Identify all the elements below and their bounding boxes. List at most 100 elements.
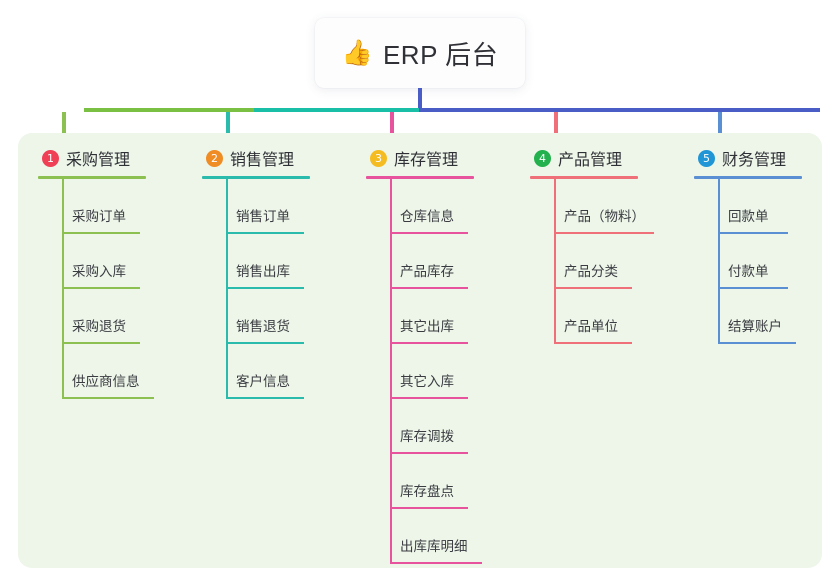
branch-item[interactable]: 产品（物料） <box>530 179 654 234</box>
bus-segment-2 <box>254 108 419 112</box>
branch-item-label: 采购入库 <box>72 264 126 279</box>
branch-column-5: 5 财务管理回款单付款单结算账户 <box>694 146 802 344</box>
branch-item-label: 仓库信息 <box>400 209 454 224</box>
branch-item[interactable]: 销售出库 <box>202 234 310 289</box>
branch-item-label: 出库库明细 <box>400 539 468 554</box>
branch-item-rule <box>390 562 482 564</box>
branch-item[interactable]: 采购退货 <box>38 289 146 344</box>
branch-item-rule <box>226 287 304 289</box>
branch-spine <box>226 179 228 399</box>
root-node-card[interactable]: 👍 ERP 后台 <box>315 18 525 88</box>
branch-item-label: 其它出库 <box>400 319 454 334</box>
thumbs-up-icon: 👍 <box>341 38 373 67</box>
branch-item-rule <box>554 342 632 344</box>
branch-item[interactable]: 销售订单 <box>202 179 310 234</box>
branch-item-rule <box>390 232 468 234</box>
branch-header-3[interactable]: 3 库存管理 <box>366 146 474 170</box>
branch-number-badge: 4 <box>534 149 551 167</box>
branch-item-list: 仓库信息产品库存其它出库其它入库库存调拨库存盘点出库库明细 <box>366 179 482 564</box>
branch-item-label: 客户信息 <box>236 374 290 389</box>
branch-item[interactable]: 产品分类 <box>530 234 638 289</box>
branch-title: 销售管理 <box>230 152 295 169</box>
branch-column-1: 1 采购管理采购订单采购入库采购退货供应商信息 <box>38 146 154 399</box>
branch-item-list: 采购订单采购入库采购退货供应商信息 <box>38 179 154 399</box>
branch-column-4: 4 产品管理产品（物料） 产品分类产品单位 <box>530 146 654 344</box>
branch-header-4[interactable]: 4 产品管理 <box>530 146 638 170</box>
branch-item-label: 回款单 <box>728 209 769 224</box>
branch-item-rule <box>390 452 468 454</box>
branch-header-rule <box>366 176 474 179</box>
branch-item[interactable]: 结算账户 <box>694 289 802 344</box>
branch-item-label: 销售退货 <box>236 319 290 334</box>
branch-header-rule <box>202 176 310 179</box>
branch-header-rule <box>530 176 638 179</box>
branch-item-label: 产品库存 <box>400 264 454 279</box>
branch-item-label: 销售出库 <box>236 264 290 279</box>
branch-item[interactable]: 其它出库 <box>366 289 474 344</box>
branch-item-rule <box>62 397 154 399</box>
drop-connector-1 <box>62 112 66 138</box>
branch-item[interactable]: 产品库存 <box>366 234 474 289</box>
branch-item[interactable]: 产品单位 <box>530 289 638 344</box>
branch-item-rule <box>390 397 468 399</box>
branch-item-list: 产品（物料） 产品分类产品单位 <box>530 179 654 344</box>
branch-header-2[interactable]: 2 销售管理 <box>202 146 310 170</box>
branch-item[interactable]: 客户信息 <box>202 344 310 399</box>
branch-item[interactable]: 回款单 <box>694 179 802 234</box>
branch-item[interactable]: 出库库明细 <box>366 509 482 564</box>
branch-item-rule <box>554 287 632 289</box>
branch-item-rule <box>390 342 468 344</box>
drop-connector-2 <box>226 112 230 138</box>
branch-item-label: 产品（物料） <box>564 209 645 224</box>
branch-title: 库存管理 <box>394 152 459 169</box>
branch-item-label: 产品分类 <box>564 264 618 279</box>
branch-item-rule <box>554 232 654 234</box>
branch-header-rule <box>694 176 802 179</box>
branch-title: 财务管理 <box>722 152 787 169</box>
branch-header-1[interactable]: 1 采购管理 <box>38 146 146 170</box>
branch-item-rule <box>62 232 140 234</box>
branch-item[interactable]: 库存盘点 <box>366 454 474 509</box>
branch-item[interactable]: 供应商信息 <box>38 344 154 399</box>
branch-item-label: 结算账户 <box>728 319 782 334</box>
branch-item-label: 采购退货 <box>72 319 126 334</box>
branches-panel <box>18 133 822 568</box>
branch-number-badge: 1 <box>42 149 59 167</box>
branch-item-rule <box>226 342 304 344</box>
branch-item-rule <box>62 287 140 289</box>
branch-spine <box>390 179 392 564</box>
branch-item-rule <box>718 342 796 344</box>
bus-segment-1 <box>84 108 254 112</box>
branch-column-2: 2 销售管理销售订单销售出库销售退货客户信息 <box>202 146 310 399</box>
branch-item[interactable]: 采购订单 <box>38 179 146 234</box>
branch-item-rule <box>226 397 304 399</box>
drop-connector-3 <box>390 112 394 138</box>
branch-title: 采购管理 <box>66 152 131 169</box>
branch-number-badge: 3 <box>370 149 387 167</box>
branch-item[interactable]: 库存调拨 <box>366 399 474 454</box>
branch-item[interactable]: 仓库信息 <box>366 179 474 234</box>
branch-item-rule <box>62 342 140 344</box>
drop-connector-4 <box>554 112 558 138</box>
drop-connector-5 <box>718 112 722 138</box>
branch-header-5[interactable]: 5 财务管理 <box>694 146 802 170</box>
branch-number-badge: 5 <box>698 149 715 167</box>
branch-item-label: 库存调拨 <box>400 429 454 444</box>
bus-segment-3 <box>419 108 820 112</box>
branch-item[interactable]: 其它入库 <box>366 344 474 399</box>
branch-title: 产品管理 <box>558 152 623 169</box>
branch-item[interactable]: 付款单 <box>694 234 802 289</box>
branch-item-rule <box>390 287 468 289</box>
branch-spine <box>62 179 64 399</box>
branch-number-badge: 2 <box>206 149 223 167</box>
branch-item-label: 供应商信息 <box>72 374 140 389</box>
branch-spine <box>718 179 720 344</box>
branch-column-3: 3 库存管理仓库信息产品库存其它出库其它入库库存调拨库存盘点出库库明细 <box>366 146 482 564</box>
branch-item-label: 产品单位 <box>564 319 618 334</box>
branch-item-label: 付款单 <box>728 264 769 279</box>
branch-header-rule <box>38 176 146 179</box>
branch-item[interactable]: 销售退货 <box>202 289 310 344</box>
branch-item-label: 采购订单 <box>72 209 126 224</box>
branch-item[interactable]: 采购入库 <box>38 234 146 289</box>
